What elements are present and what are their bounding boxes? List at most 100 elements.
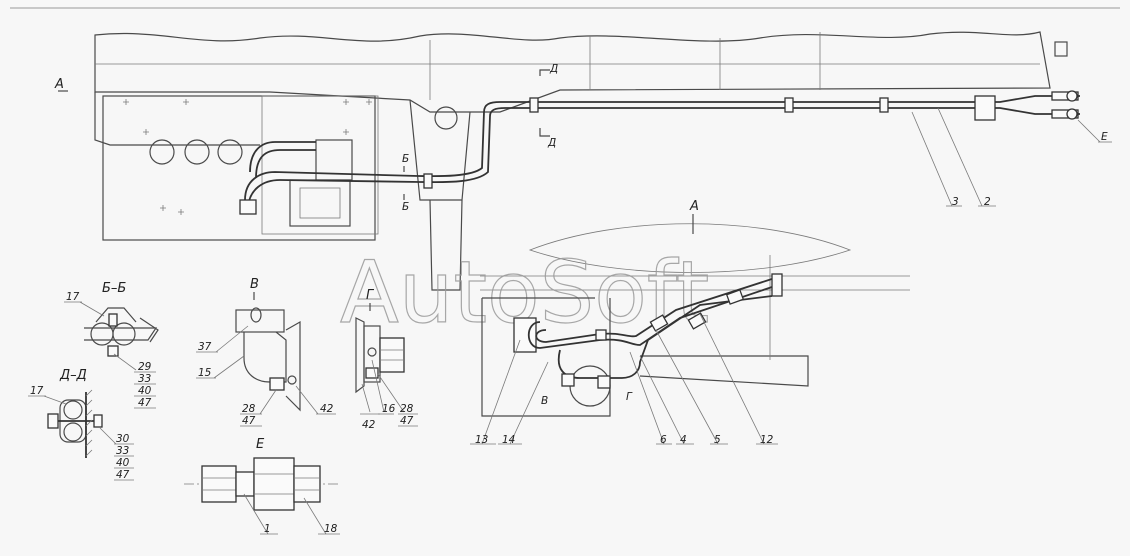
callout-2: 2 <box>984 196 991 208</box>
callout-28-v: 28 <box>242 403 256 415</box>
detail-a-beam <box>639 355 809 387</box>
bb-pipe-2 <box>112 322 136 346</box>
callout-13: 13 <box>475 434 488 446</box>
callout-40-dd: 40 <box>116 457 130 469</box>
view-v-elbow <box>235 307 301 412</box>
view-e-union <box>184 457 338 511</box>
hole-2 <box>184 139 210 165</box>
callout-28-g: 28 <box>400 403 414 415</box>
hole-3 <box>217 139 243 165</box>
section-b-top-label: Б <box>402 153 409 165</box>
section-b-bottom-label: Б <box>402 201 409 213</box>
section-bb-clamp <box>84 307 159 357</box>
section-d-bottom-bracket <box>539 128 550 137</box>
dd-pipe-1 <box>63 400 83 420</box>
watermark-swoosh <box>528 223 852 273</box>
v-flange-hole <box>287 375 297 385</box>
section-bb-title: Б–Б <box>102 281 126 296</box>
callout-33-bb: 33 <box>138 373 151 385</box>
boom-post <box>409 99 471 201</box>
callout-47-bb: 47 <box>138 397 152 409</box>
section-dd-title: Д–Д <box>59 368 87 383</box>
base-plate <box>102 95 376 241</box>
g-lower-nut <box>365 367 379 379</box>
g-bolt <box>367 347 377 357</box>
boom-outline <box>94 31 1051 113</box>
callout-18: 18 <box>324 523 338 535</box>
bb-nut <box>107 345 119 357</box>
body-left-edge <box>94 92 260 146</box>
callout-16: 16 <box>382 403 396 415</box>
callout-17-bb: 17 <box>66 291 80 303</box>
callout-29: 29 <box>138 361 152 373</box>
view-g-title: Г <box>366 288 375 303</box>
view-a-detail-title: A <box>689 199 699 214</box>
boom-end-block <box>1054 41 1068 57</box>
bb-base <box>84 327 158 341</box>
e-body <box>253 457 295 511</box>
main-boom-assembly <box>94 31 1080 291</box>
fitting-left <box>239 199 257 215</box>
callout-47-dd: 47 <box>116 469 130 481</box>
dd-nut <box>93 414 103 428</box>
callout-4: 4 <box>680 434 687 446</box>
section-dd-clamp <box>47 389 103 458</box>
detail-a-plate <box>481 298 611 417</box>
callout-14: 14 <box>502 434 515 446</box>
section-d-top-bracket <box>539 69 550 76</box>
section-d-bottom-label: Д <box>547 137 556 149</box>
callout-e: Е <box>1101 131 1108 143</box>
callout-3: 3 <box>952 196 959 208</box>
v-bottom-nut <box>269 377 285 391</box>
callout-47-g: 47 <box>400 415 414 427</box>
view-a-marker: A <box>54 77 64 92</box>
dd-bolt-head <box>47 413 59 429</box>
view-a-detail <box>481 255 809 417</box>
detail-a-tag-g: Г <box>626 391 633 403</box>
v-top-block <box>235 309 285 333</box>
pump-core <box>299 187 341 219</box>
callout-5: 5 <box>714 434 721 446</box>
hose-line-lower <box>247 107 1080 207</box>
detail-a-tag-v: В <box>541 395 548 407</box>
watermark: AutoSoft <box>339 223 910 344</box>
hose-to-valve-1 <box>249 141 316 173</box>
dd-pipe-2 <box>63 422 83 442</box>
pump-block <box>289 179 351 227</box>
callout-42-g: 42 <box>362 419 376 431</box>
callout-33-dd: 33 <box>116 445 129 457</box>
e-sleeve <box>235 471 255 497</box>
v-eye-bolt <box>250 307 262 323</box>
callout-42-v: 42 <box>320 403 334 415</box>
post-extension <box>429 199 463 291</box>
callout-6: 6 <box>660 434 667 446</box>
section-d-top-label: Д <box>549 63 558 75</box>
view-g-fitting <box>355 317 405 394</box>
bb-bolt-head <box>108 313 118 327</box>
callout-15: 15 <box>198 367 212 379</box>
pivot-pin <box>434 106 458 130</box>
v-elbow-body <box>243 331 287 383</box>
callout-17-dd: 17 <box>30 385 44 397</box>
e-nut-left <box>201 465 237 503</box>
hose-to-valve-2 <box>255 149 316 179</box>
callout-40-bb: 40 <box>138 385 152 397</box>
hole-1 <box>149 139 175 165</box>
hose-line-upper <box>244 95 1080 201</box>
v-flange <box>285 320 301 412</box>
view-v-title: В <box>250 277 259 292</box>
base-plate-inner <box>261 95 379 235</box>
callout-12: 12 <box>760 434 774 446</box>
callout-1: 1 <box>264 523 271 535</box>
bb-bracket <box>139 317 159 343</box>
callout-30: 30 <box>116 433 130 445</box>
callout-37: 37 <box>198 341 212 353</box>
e-nut-right <box>293 465 321 503</box>
view-e-title: Е <box>256 437 265 452</box>
g-nut <box>379 337 405 373</box>
callout-47-v: 47 <box>242 415 256 427</box>
detail-a-hose-3 <box>557 295 773 379</box>
g-plate <box>355 317 365 394</box>
